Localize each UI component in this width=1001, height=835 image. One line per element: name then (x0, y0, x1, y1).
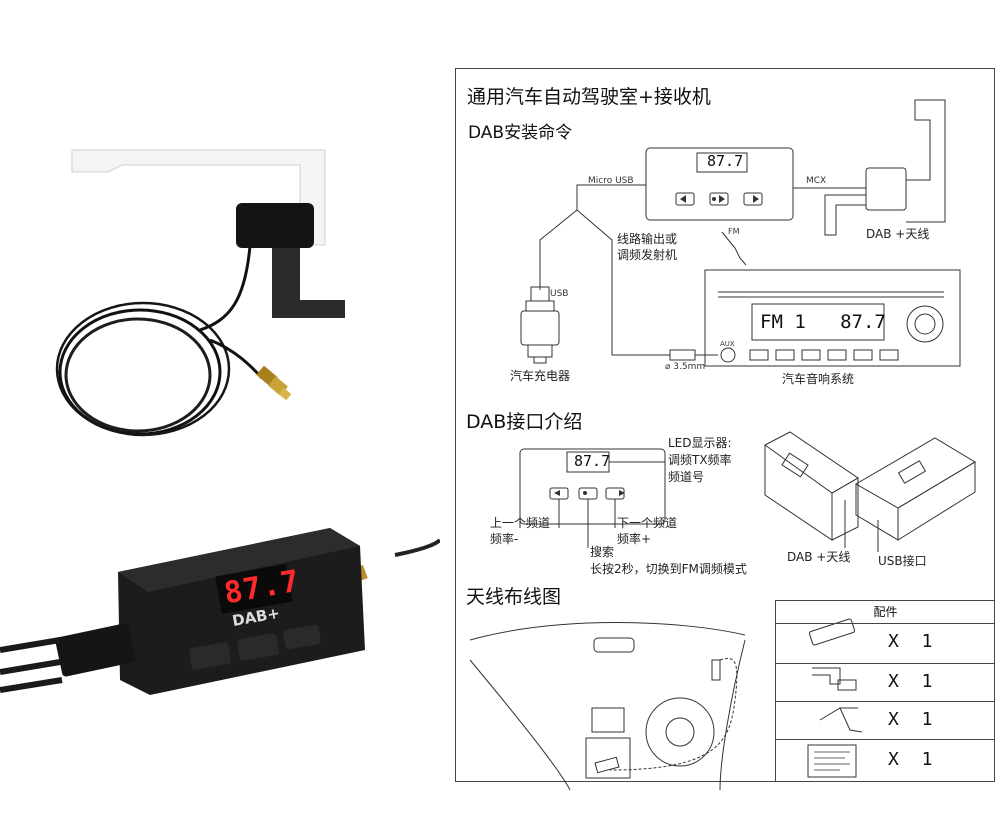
accessory-qty: X 1 (888, 749, 939, 770)
accessory-row: X 1 (776, 663, 995, 702)
radio-display: FM 1 87.7 (760, 311, 886, 333)
accessories-title: 配件 (776, 601, 995, 624)
prev-label-1: 上一个频道 (490, 516, 551, 530)
next-label-1: 下一个频道 (617, 516, 678, 530)
micro-usb-label: Micro USB (588, 176, 634, 186)
charger-label: 汽车充电器 (510, 369, 571, 383)
install-antenna-module (865, 167, 907, 211)
wiring-title: 天线布线图 (466, 586, 562, 608)
install-device-box (645, 147, 794, 221)
accessory-qty: X 1 (888, 709, 939, 730)
windshield-top (469, 622, 746, 641)
sma-connector (256, 365, 292, 401)
car-audio-label: 汽车音响系统 (782, 372, 855, 386)
car-radio-box (704, 269, 961, 367)
antenna-port-label: DAB +天线 (787, 550, 851, 564)
accessory-row: X 1 (776, 739, 995, 782)
usb-label: USB (550, 289, 569, 299)
fm-label: FM (728, 227, 740, 236)
instruction-panel (455, 68, 995, 782)
page-title: 通用汽车自动驾驶室+接收机 (467, 86, 711, 108)
led-label-1: LED显示器: (668, 436, 732, 450)
accessory-row: X 1 (776, 701, 995, 740)
install-device-lcd (696, 152, 748, 173)
receiver-device (118, 528, 365, 695)
line-out-label-2: 调频发射机 (617, 248, 678, 262)
usb-port-label: USB接口 (878, 554, 927, 568)
next-label-2: 频率+ (617, 532, 652, 546)
install-title: DAB安装命令 (468, 123, 573, 143)
interface-title: DAB接口介绍 (466, 411, 583, 433)
search-label-2: 长按2秒，切换到FM调频模式 (590, 562, 747, 576)
antenna-strip (272, 230, 345, 318)
prev-label-2: 频率- (490, 532, 519, 546)
product-photo-art (0, 149, 440, 695)
accessories-table: 配件 X 1 X 1 X 1 X 1 (775, 600, 995, 782)
product-photo: 87.7 DAB+ (0, 0, 440, 835)
led-label-2: 调频TX频率 (668, 453, 732, 467)
search-label-1: 搜索 (590, 545, 615, 559)
line-out-label-1: 线路输出或 (617, 232, 678, 246)
antenna-head (236, 203, 314, 248)
antenna-label: DAB +天线 (866, 227, 930, 241)
mcx-label: MCX (806, 176, 827, 186)
interface-device-display: 87.7 (574, 452, 611, 470)
install-device-display: 87.7 (707, 152, 744, 170)
car-radio-lcd (751, 303, 885, 341)
aux-label: AUX (720, 340, 735, 348)
accessory-row: X 1 (776, 623, 995, 664)
led-label-3: 频道号 (668, 470, 705, 484)
accessory-qty: X 1 (888, 631, 939, 652)
interface-device-box (519, 448, 666, 525)
jack-label: ⌀ 3.5mm (665, 362, 706, 372)
accessory-qty: X 1 (888, 671, 939, 692)
